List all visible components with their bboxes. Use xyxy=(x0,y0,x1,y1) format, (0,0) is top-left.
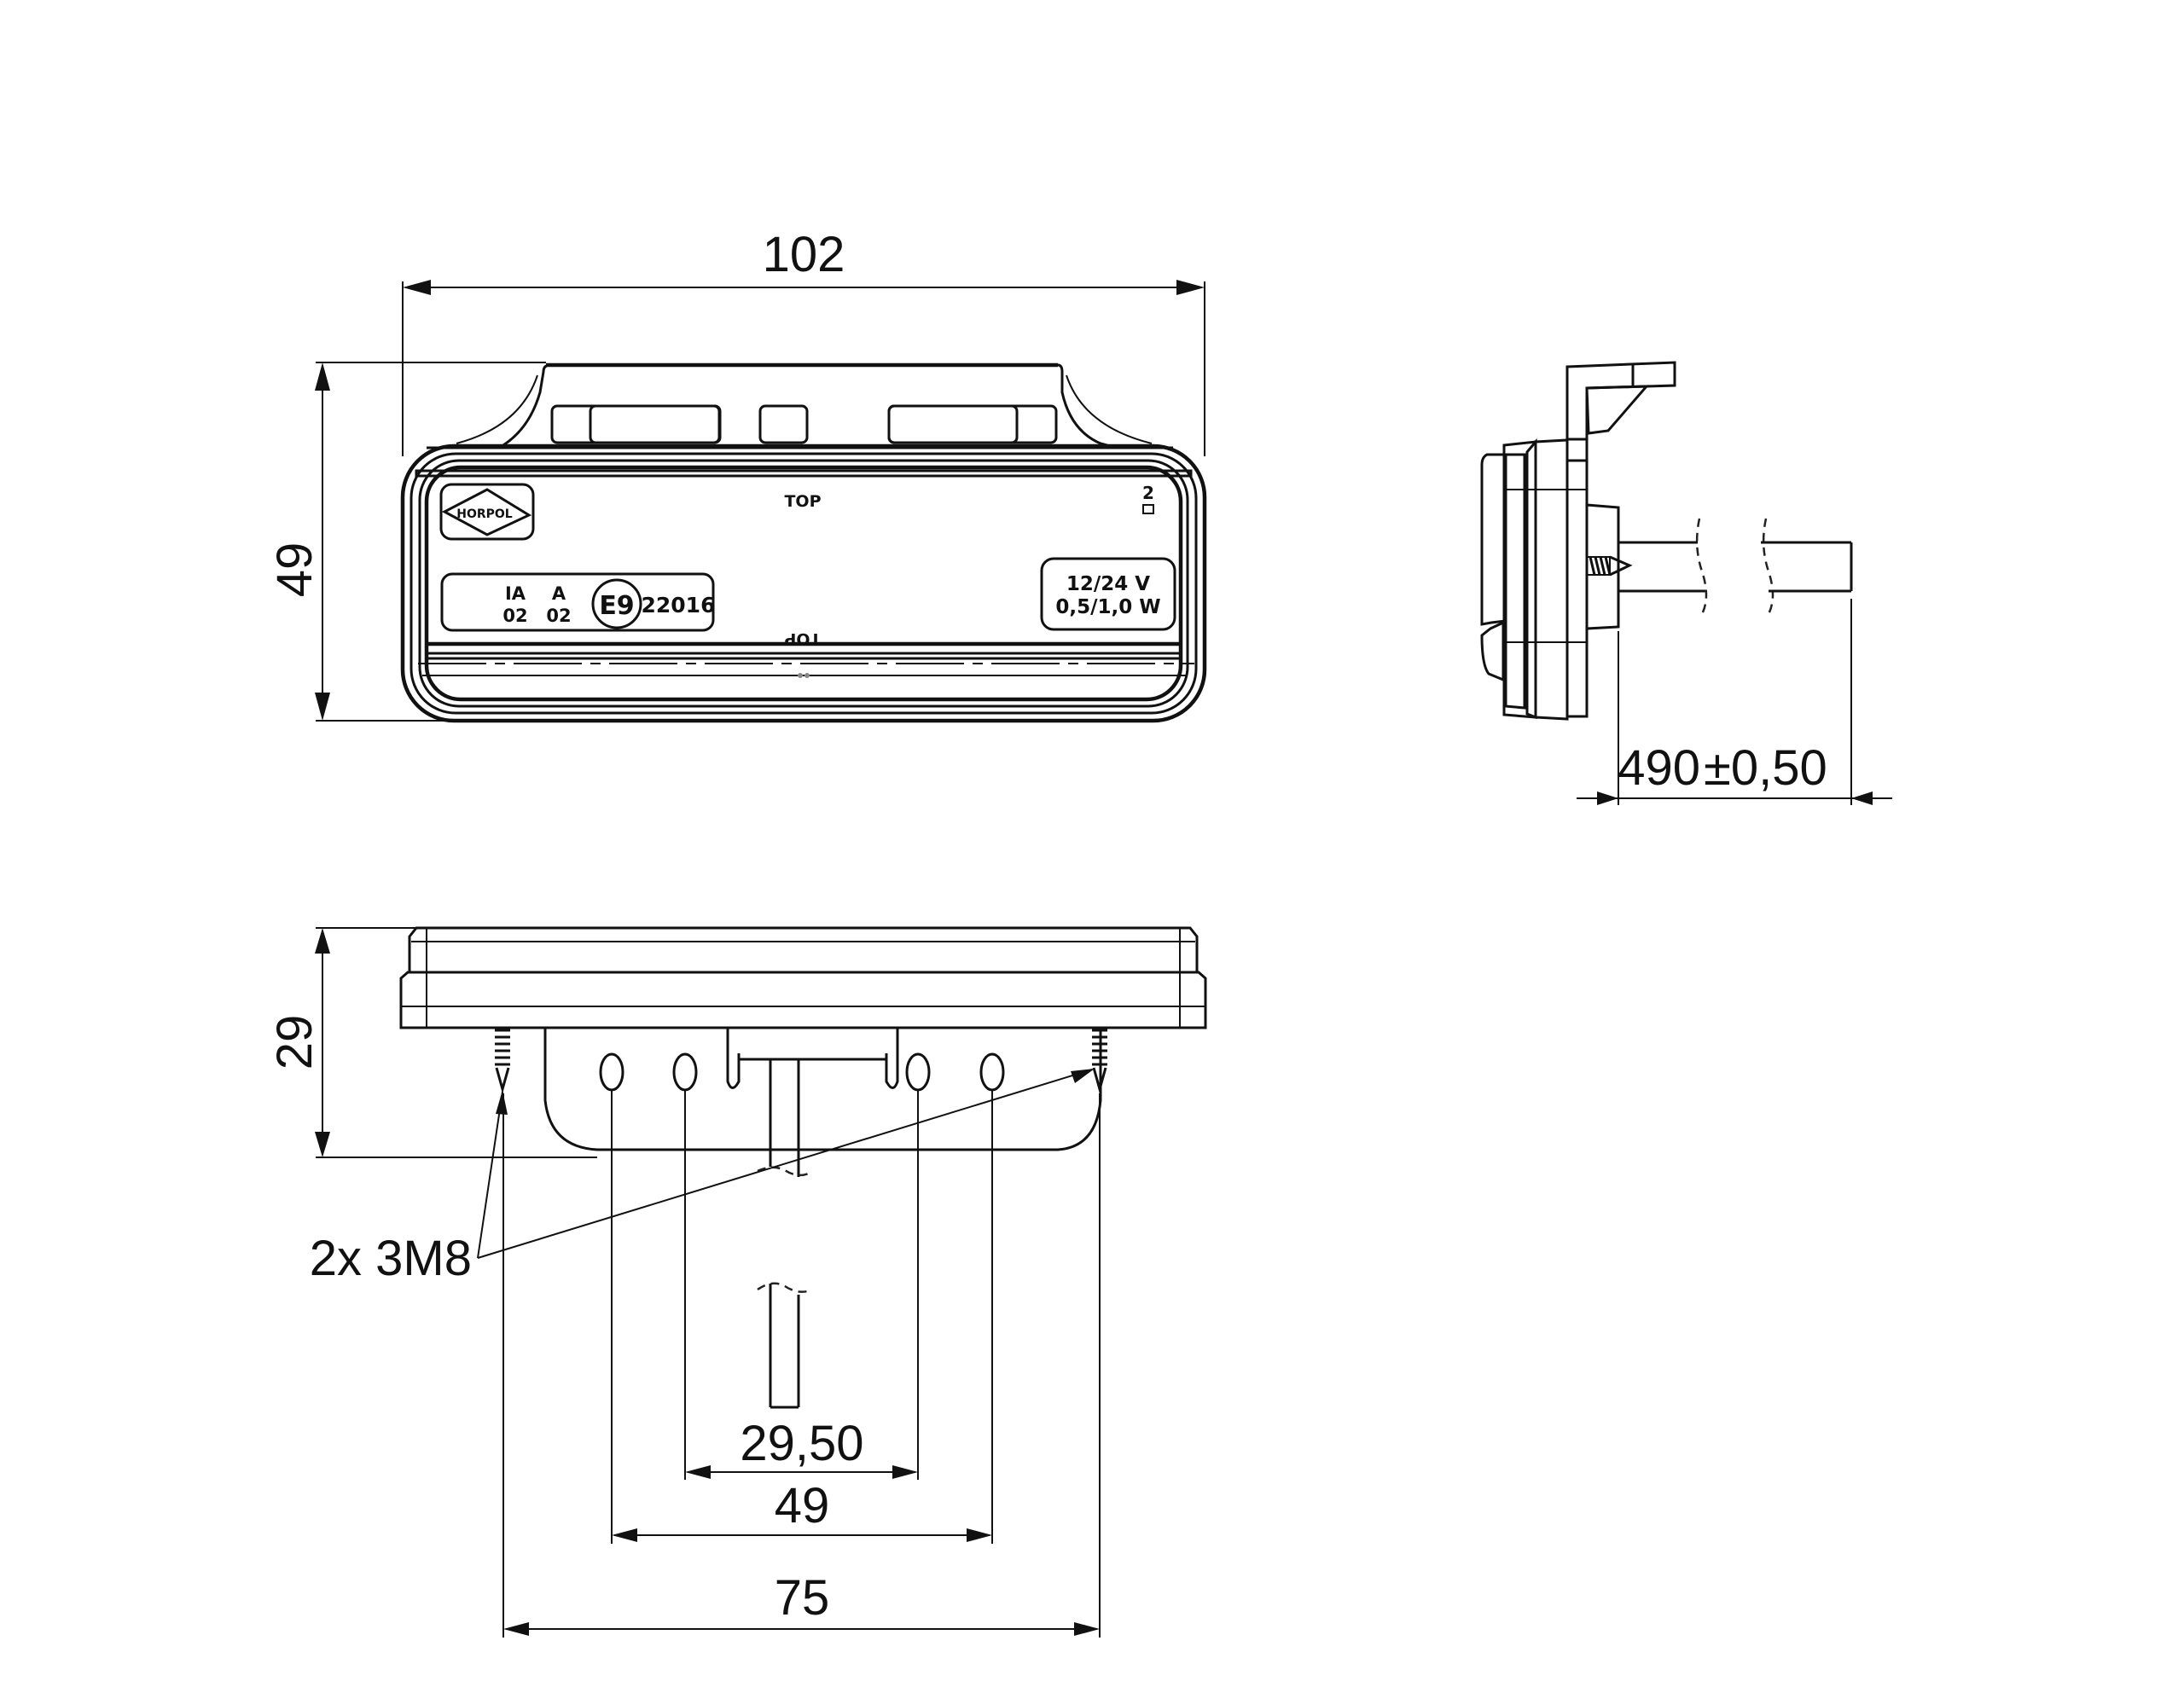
svg-text:HORPOL: HORPOL xyxy=(456,507,513,521)
screw-spec-label: 2x 3M8 xyxy=(310,1231,472,1286)
dimension-overall-height: 49 xyxy=(267,362,546,722)
dimension-29-50-label: 29,50 xyxy=(740,1416,863,1471)
svg-text:02: 02 xyxy=(502,606,527,626)
power-rating: 0,5/1,0 W xyxy=(1055,596,1160,618)
approval-number: 22016 xyxy=(642,593,716,617)
screw-side xyxy=(1586,555,1633,577)
position-number: 2 xyxy=(1142,483,1154,503)
horpol-logo: HORPOL xyxy=(439,483,535,541)
approval-marks-box: IA 02 A 02 E9 22016 xyxy=(440,572,716,632)
voltage-rating: 12/24 V xyxy=(1066,573,1150,595)
mount-hole xyxy=(599,1052,624,1092)
cable-tolerance-label: ±0,50 xyxy=(1704,740,1827,796)
svg-text:IA: IA xyxy=(505,583,526,604)
bottom-view: 29 xyxy=(267,926,1207,1638)
dimension-depth: 29 xyxy=(267,927,597,1158)
dimension-cable-length: 490 ±0,50 xyxy=(1577,599,1892,805)
dimension-29-label: 29 xyxy=(267,1015,322,1070)
side-view: 490 ±0,50 xyxy=(1480,361,1892,805)
e-mark: E9 xyxy=(599,591,634,621)
dimension-49-label: 49 xyxy=(775,1478,830,1533)
top-label-inverted: TOP xyxy=(784,629,821,648)
mount-hole xyxy=(979,1052,1005,1092)
dimension-mount-inner: 29,50 xyxy=(685,1416,918,1479)
screw-callout: 2x 3M8 xyxy=(310,1069,1095,1286)
dimension-mount-outer: 75 xyxy=(503,1570,1100,1636)
dimension-102-label: 102 xyxy=(763,227,845,282)
cable-length-label: 490 xyxy=(1618,740,1700,796)
dimension-overall-width: 102 xyxy=(402,227,1205,456)
front-view: 102 49 xyxy=(267,227,1207,723)
mount-hole xyxy=(672,1052,698,1092)
dimension-75-label: 75 xyxy=(775,1570,830,1626)
svg-text:A: A xyxy=(552,583,566,604)
screw-left xyxy=(495,1029,510,1094)
rating-box: 12/24 V 0,5/1,0 W xyxy=(1040,557,1176,631)
mount-hole xyxy=(905,1052,931,1092)
dimension-49-height-label: 49 xyxy=(267,542,322,598)
screw-right xyxy=(1092,1029,1107,1094)
dimension-mount-middle: 49 xyxy=(612,1478,992,1542)
top-label: TOP xyxy=(784,492,821,511)
svg-text:02: 02 xyxy=(546,606,571,626)
